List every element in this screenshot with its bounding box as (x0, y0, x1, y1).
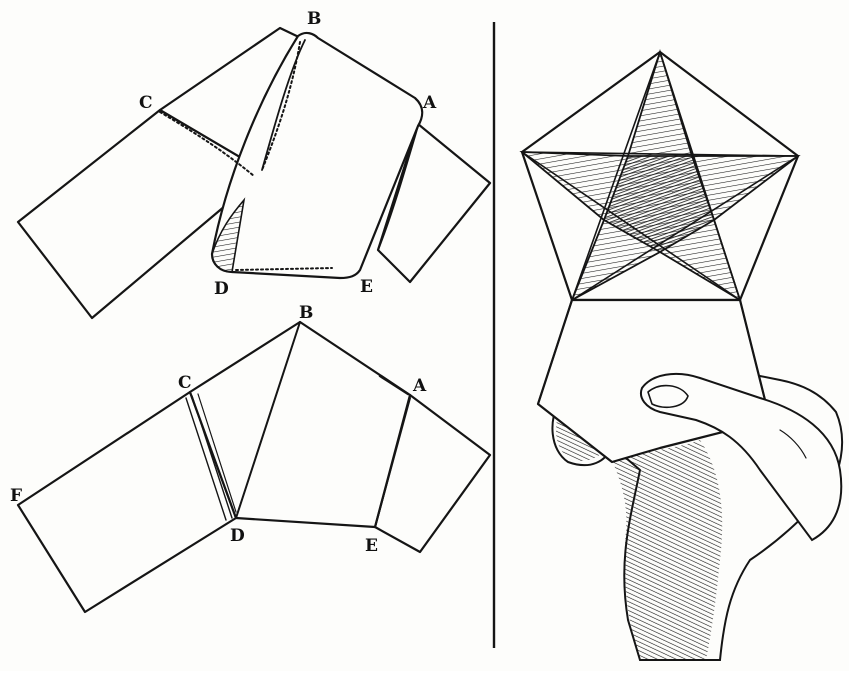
top-label-a: A (422, 93, 437, 113)
top-label-d: D (214, 279, 229, 299)
bottom-label-e: E (365, 536, 378, 556)
top-label-b: B (307, 9, 321, 29)
bottom-label-c: C (178, 373, 192, 393)
hand-with-pentagram (522, 52, 842, 660)
top-label-c: C (139, 93, 153, 113)
bottom-knot-diagram (18, 322, 490, 612)
bottom-label-b: B (299, 303, 313, 323)
bottom-label-a: A (412, 376, 427, 396)
top-knot-diagram (18, 28, 490, 318)
bottom-label-d: D (230, 526, 245, 546)
bottom-label-f: F (10, 486, 22, 506)
hand-shading (612, 440, 722, 660)
top-label-e: E (360, 277, 373, 297)
